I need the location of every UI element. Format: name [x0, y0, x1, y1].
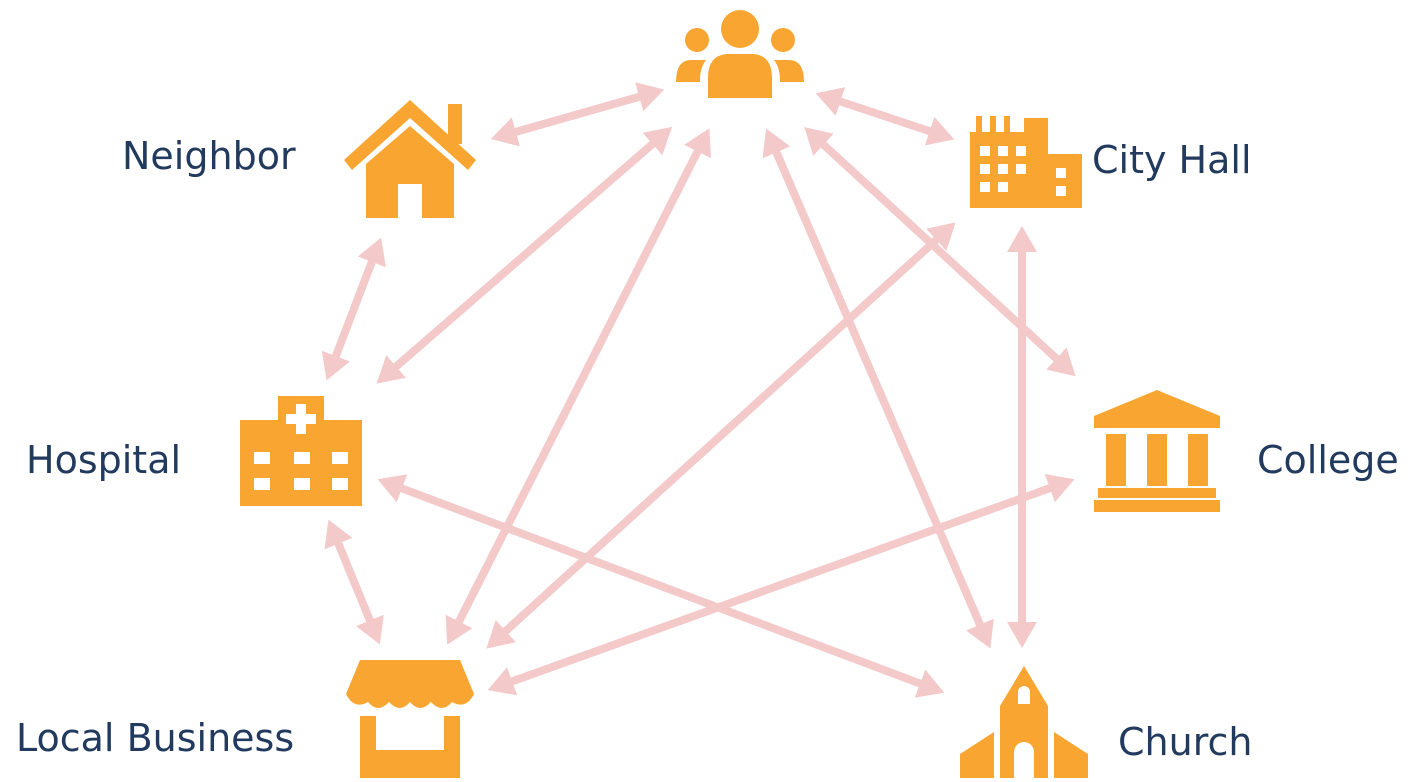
hospital-node	[240, 396, 362, 506]
hospital-label: Hospital	[26, 438, 182, 482]
local-business-label: Local Business	[16, 716, 295, 760]
neighbor-label: Neighbor	[122, 134, 296, 178]
storefront-icon	[346, 660, 474, 778]
local-business-node	[346, 660, 474, 778]
edge-hospital-church	[377, 474, 945, 698]
edge-community-college	[804, 127, 1076, 377]
edge-city-hall-local-business	[486, 222, 956, 649]
city-hall-node	[964, 116, 1082, 208]
edge-city-hall-church	[1007, 226, 1037, 648]
people-group-icon	[676, 10, 804, 98]
edge-community-church	[762, 128, 994, 649]
church-node	[960, 666, 1088, 778]
edge-community-city-hall	[815, 87, 955, 146]
edge-neighbor-hospital	[321, 237, 386, 381]
edge-college-local-business	[487, 474, 1075, 696]
city-hall-label: City Hall	[1092, 138, 1252, 182]
college-label: College	[1257, 438, 1399, 482]
city-building-icon	[970, 116, 1082, 208]
edge-community-neighbor	[490, 82, 665, 147]
house-icon	[344, 100, 476, 218]
church-label: Church	[1118, 720, 1253, 764]
edge-hospital-local-business	[324, 519, 384, 645]
church-icon	[960, 666, 1088, 778]
edge-community-local-business	[445, 128, 711, 645]
columned-building-icon	[1094, 390, 1220, 512]
neighbor-node	[344, 100, 476, 218]
hospital-icon	[240, 396, 362, 506]
edge-community-hospital	[376, 126, 673, 384]
college-node	[1094, 390, 1220, 512]
community-node	[676, 8, 804, 100]
